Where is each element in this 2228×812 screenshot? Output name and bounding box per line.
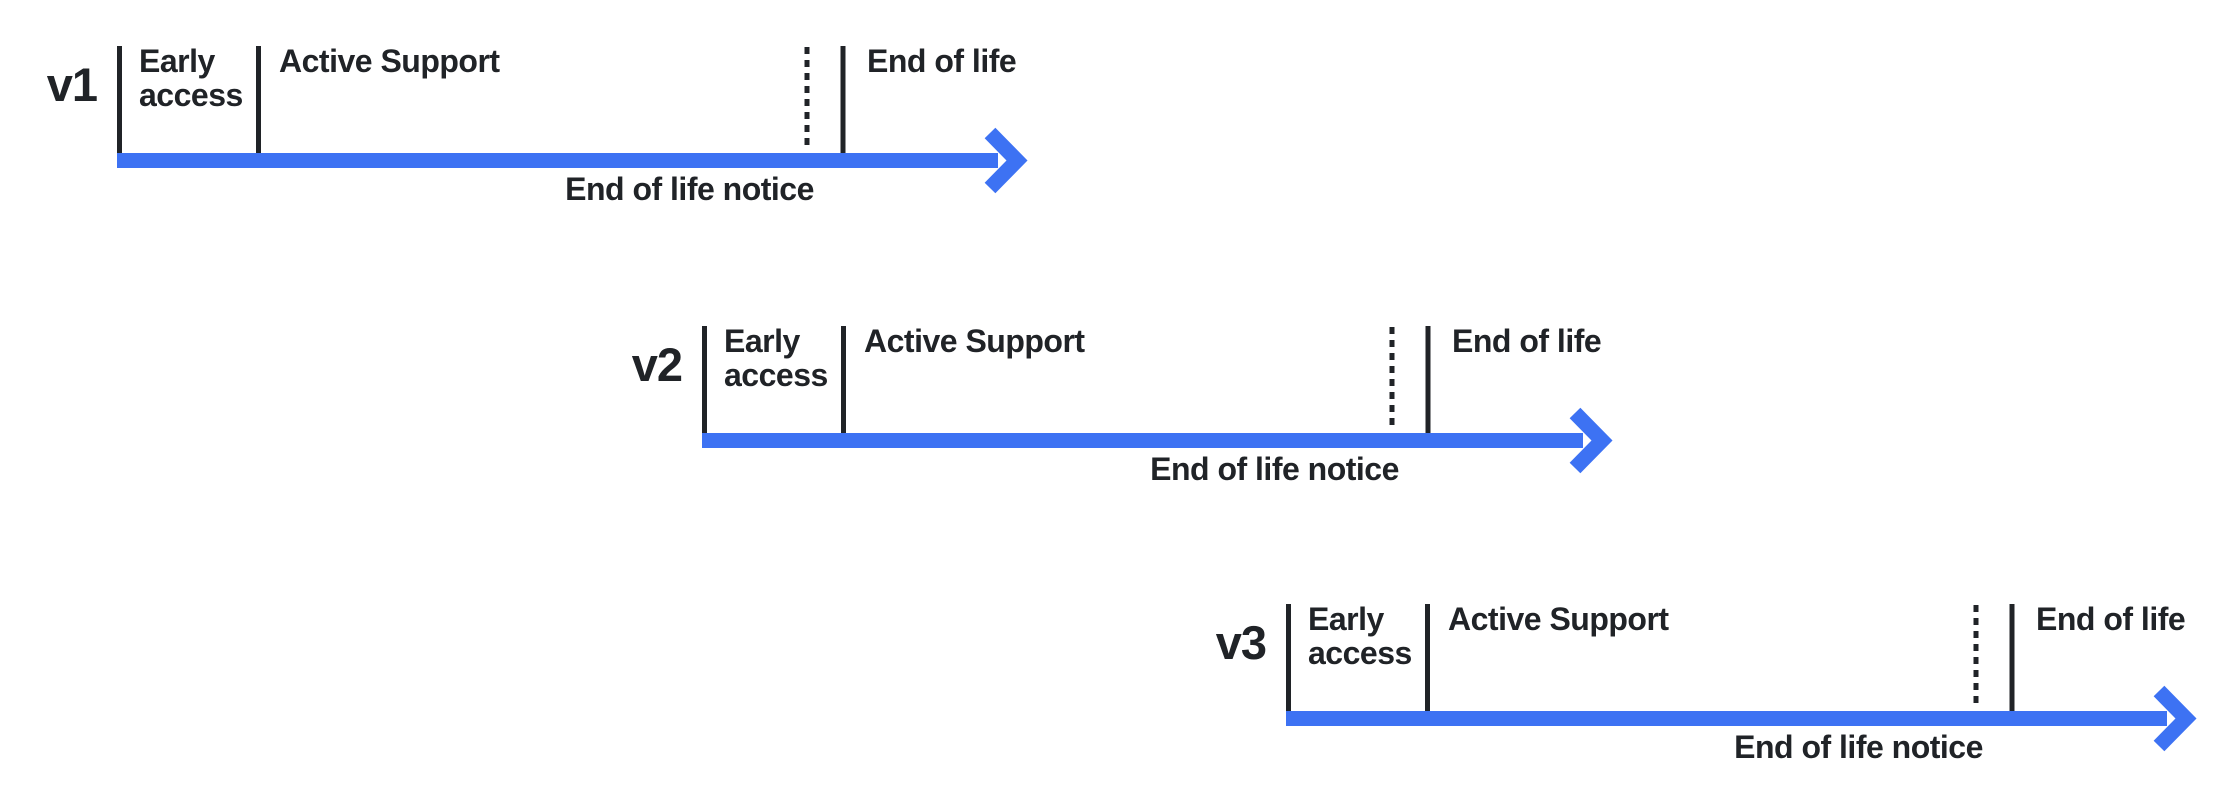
eol-notice-label: End of life notice: [1150, 451, 1399, 487]
timeline-v3-graphics: [1286, 604, 2197, 752]
arrowhead-icon: [1569, 407, 1613, 474]
timeline-v2-graphics: [702, 326, 1613, 474]
eol-notice-label: End of life notice: [565, 171, 814, 207]
eol-notice-label: End of life notice: [1734, 729, 1983, 765]
phase-label-early-access: Early access: [1308, 601, 1412, 671]
version-label: v1: [46, 58, 98, 111]
timeline-v1: v1 Early access Active Support End of li…: [17, 0, 1137, 240]
timeline-v3: v3 Early access Active Support End of li…: [1186, 558, 2228, 798]
timeline-v1-graphics: [117, 46, 1028, 194]
phase-label-end-of-life: End of life: [2036, 601, 2186, 637]
phase-label-active-support: Active Support: [279, 43, 500, 79]
timeline-v2: v2 Early access Active Support End of li…: [602, 280, 1722, 520]
phase-label-end-of-life: End of life: [1452, 323, 1602, 359]
phase-label-end-of-life: End of life: [867, 43, 1017, 79]
phase-label-active-support: Active Support: [864, 323, 1085, 359]
version-label: v3: [1215, 616, 1267, 669]
phase-label-early-access: Early access: [724, 323, 828, 393]
arrowhead-icon: [984, 127, 1028, 194]
phase-label-early-access: Early access: [139, 43, 243, 113]
phase-label-active-support: Active Support: [1448, 601, 1669, 637]
arrowhead-icon: [2153, 685, 2197, 752]
version-label: v2: [631, 338, 683, 391]
